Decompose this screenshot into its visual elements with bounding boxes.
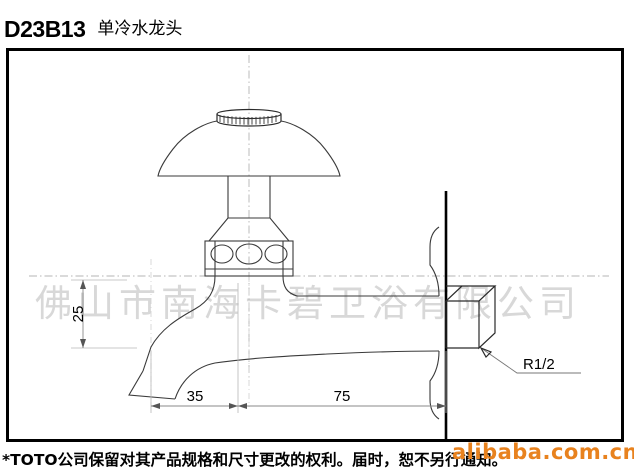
thread-connector-nut — [444, 285, 497, 350]
port-ellipse-right — [264, 244, 288, 264]
valve-body-block — [204, 240, 294, 277]
port-ellipse-center — [235, 243, 263, 265]
knurl-teeth — [219, 115, 277, 125]
model-code: D23B13 — [4, 16, 86, 42]
wall-flange-profile — [429, 226, 440, 420]
model-name: 单冷水龙头 — [97, 19, 183, 39]
handle-stem — [227, 176, 271, 218]
thread-spec-label: R1/2 — [523, 356, 555, 373]
page-header: D23B13 单冷水龙头 — [0, 8, 634, 42]
technical-drawing-frame: 佛山市南海卡碧卫浴有限公司 — [6, 48, 624, 442]
dimension-horizontal-group — [150, 283, 447, 413]
dimension-75-label: 75 — [334, 388, 351, 405]
faucet-technical-drawing: R1/2 25 35 75 — [29, 55, 609, 439]
dimension-25-group — [71, 279, 137, 349]
handle-dome — [157, 120, 341, 177]
disclaimer-note: *TOTO公司保留对其产品规格和尺寸更改的权利。届时，恕不另行通知。 — [2, 451, 508, 469]
thread-spec-leader — [479, 346, 581, 374]
faucet-body-outline — [128, 241, 440, 400]
dimension-35-label: 35 — [187, 388, 204, 405]
handle-knurled-cap — [216, 108, 282, 127]
dimension-25-label: 25 — [70, 306, 87, 323]
port-ellipse-left — [210, 244, 234, 264]
